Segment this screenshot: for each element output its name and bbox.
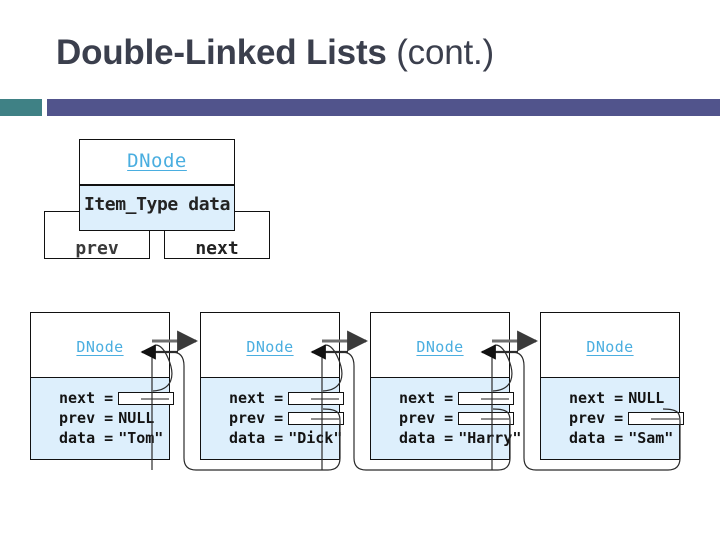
node-prev-pointer-3 (458, 411, 515, 425)
struct-data-field-label: Item_Type data (83, 194, 231, 215)
page-title-sub: (cont.) (396, 33, 494, 72)
node-header-2: DNode (200, 312, 340, 378)
node-data-value-3: "Harry" (458, 429, 522, 447)
node-field-data-1: data = "Tom" (59, 428, 174, 448)
node-fields-2: next = prev = data = "Dick" (229, 388, 345, 448)
node-next-pointer-3 (458, 391, 515, 405)
struct-type-name-text: DNode (127, 150, 187, 172)
node-next-pointer-1 (118, 391, 175, 405)
divider-bar (47, 99, 720, 116)
node-field-prev-1: prev = NULL (59, 408, 174, 428)
node-field-prev-4: prev = (569, 408, 685, 428)
node-field-data-2: data = "Dick" (229, 428, 344, 448)
node-field-next-4: next = NULL (569, 388, 684, 408)
node-data-value-1: "Tom" (118, 429, 164, 447)
node-field-data-key-4: data = (569, 429, 624, 447)
node-fields-1: next = prev = NULL data = "Tom" (59, 388, 175, 448)
node-data-value-4: "Sam" (628, 429, 674, 447)
node-field-next-key-4: next = (569, 389, 624, 407)
page-title: Double-Linked Lists (cont.) (56, 33, 696, 83)
node-field-next-1: next = (59, 388, 175, 408)
node-field-prev-key-1: prev = (59, 409, 114, 427)
page-title-main: Double-Linked Lists (56, 33, 397, 72)
node-prev-pointer-4 (628, 411, 685, 425)
node-field-data-key-3: data = (399, 429, 454, 447)
struct-data-box (79, 185, 235, 231)
struct-header-box (79, 139, 235, 185)
node-field-prev-key-2: prev = (229, 409, 284, 427)
node-header-4: DNode (540, 312, 680, 378)
node-field-data-3: data = "Harry" (399, 428, 521, 448)
node-data-value-2: "Dick" (288, 429, 343, 447)
node-type-name-1: DNode (31, 338, 169, 356)
node-type-name-4: DNode (541, 338, 679, 356)
node-body-4: next = NULL prev = data = "Sam" (540, 378, 685, 460)
node-fields-3: next = prev = data = "Harry" (399, 388, 521, 448)
node-header-1: DNode (30, 312, 170, 378)
node-type-name-text-4: DNode (586, 338, 634, 356)
node-next-pointer-2 (288, 391, 345, 405)
struct-next-label: next (195, 238, 239, 259)
node-fields-4: next = NULL prev = data = "Sam" (569, 388, 685, 448)
node-field-data-key-1: data = (59, 429, 114, 447)
node-field-prev-3: prev = (399, 408, 521, 428)
node-field-next-key-2: next = (229, 389, 284, 407)
node-field-next-key-3: next = (399, 389, 454, 407)
node-field-prev-2: prev = (229, 408, 345, 428)
node-field-prev-key-4: prev = (569, 409, 624, 427)
node-field-next-key-1: next = (59, 389, 114, 407)
divider-accent-teal (0, 99, 42, 116)
node-body-3: next = prev = data = "Harry" (370, 378, 521, 460)
node-field-data-key-2: data = (229, 429, 284, 447)
node-field-data-4: data = "Sam" (569, 428, 684, 448)
struct-type-name: DNode (79, 150, 235, 172)
node-type-name-text-2: DNode (246, 338, 294, 356)
struct-prev-label: prev (75, 238, 119, 259)
node-type-name-text-1: DNode (76, 338, 124, 356)
node-type-name-2: DNode (201, 338, 339, 356)
node-prev-pointer-2 (288, 411, 345, 425)
node-type-name-text-3: DNode (416, 338, 464, 356)
node-header-3: DNode (370, 312, 510, 378)
node-field-next-2: next = (229, 388, 345, 408)
node-field-prev-key-3: prev = (399, 409, 454, 427)
node-type-name-3: DNode (371, 338, 509, 356)
node-field-next-3: next = (399, 388, 521, 408)
node-body-1: next = prev = NULL data = "Tom" (30, 378, 175, 460)
node-prev-value-1: NULL (118, 409, 155, 427)
node-body-2: next = prev = data = "Dick" (200, 378, 345, 460)
node-next-value-4: NULL (628, 389, 665, 407)
